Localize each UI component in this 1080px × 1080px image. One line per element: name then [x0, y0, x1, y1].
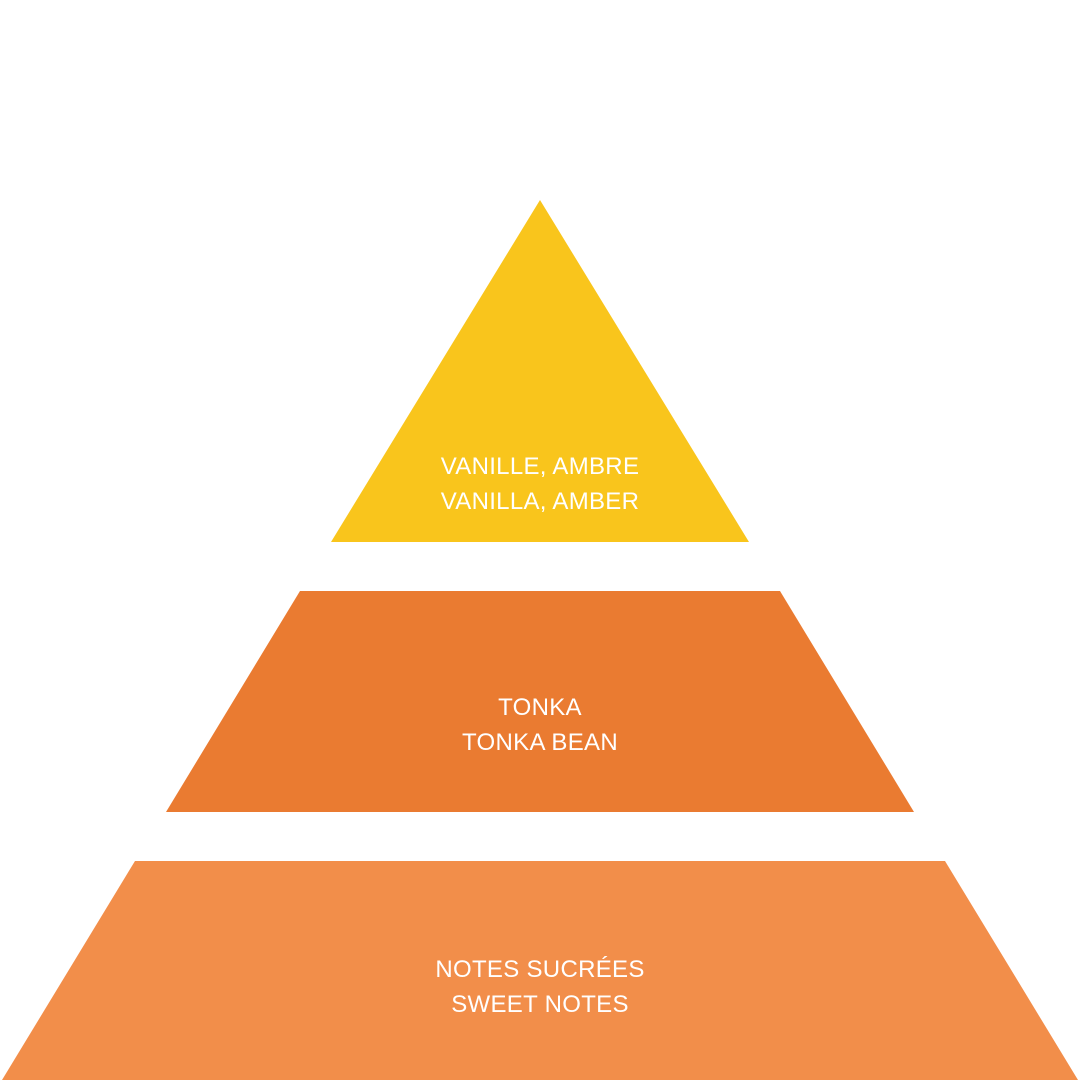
base-tier-label-line2: SWEET NOTES [451, 991, 629, 1018]
base-tier: NOTES SUCRÉES SWEET NOTES [2, 861, 1078, 1080]
base-tier-label-line1: NOTES SUCRÉES [435, 956, 644, 983]
base-tier-shape [2, 861, 1078, 1080]
top-tier-label-line1: VANILLE, AMBRE [441, 453, 640, 480]
middle-tier: TONKA TONKA BEAN [166, 591, 914, 812]
middle-tier-shape [166, 591, 914, 812]
middle-tier-label-line2: TONKA BEAN [462, 729, 618, 756]
top-tier-label-line2: VANILLA, AMBER [441, 488, 640, 515]
middle-tier-label-line1: TONKA [498, 694, 582, 721]
top-tier-shape [331, 200, 749, 542]
top-tier: VANILLE, AMBRE VANILLA, AMBER [331, 200, 749, 542]
